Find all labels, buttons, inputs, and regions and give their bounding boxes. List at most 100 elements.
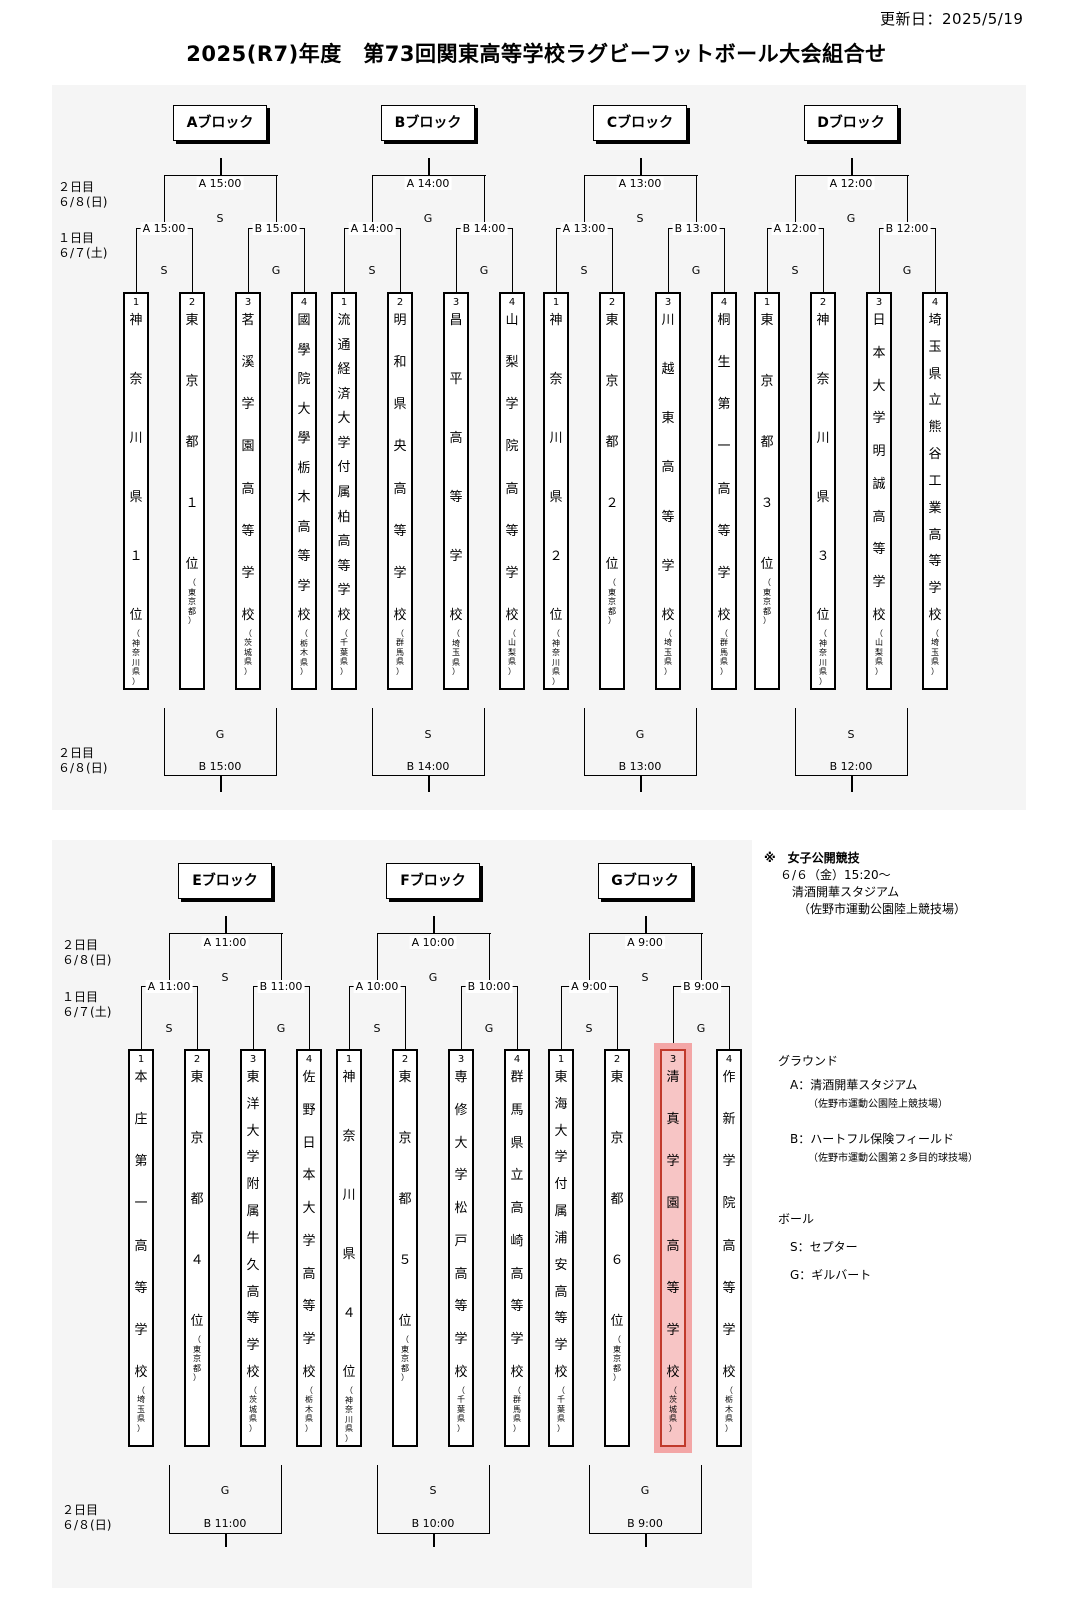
bottom-time: B 10:00 <box>411 1517 455 1530</box>
bottom-stem <box>851 775 853 792</box>
womens-venue: 清酒開華スタジアム <box>792 885 900 899</box>
block-label: Eブロック <box>178 863 272 899</box>
legend-ball-s: S：セプター <box>790 1240 858 1254</box>
final-ball: S <box>216 212 224 225</box>
final-right-drop <box>281 933 282 986</box>
legend-ground-a-note: （佐野市運動公園陸上競技場） <box>808 1099 948 1110</box>
legend-ground-b-note: （佐野市運動公園第２多目的球技場） <box>808 1153 978 1164</box>
team-seed: 4 <box>508 297 516 308</box>
bottom-right-rise <box>281 1465 282 1533</box>
semi-ball: S <box>368 264 376 277</box>
semi-drop <box>248 228 249 292</box>
semi-drop <box>349 986 350 1049</box>
semi-time: B 15:00 <box>252 222 300 235</box>
team-name: 東洋大学附属牛久高等学校 <box>246 1070 260 1380</box>
final-bar <box>584 175 698 176</box>
team-prefecture: （栃木県） <box>305 1385 313 1433</box>
team-seed: 1 <box>132 297 140 308</box>
team-prefecture: （埼玉県） <box>137 1385 145 1433</box>
bottom-time: B 9:00 <box>627 1517 663 1530</box>
final-left-drop <box>372 175 373 228</box>
final-stem <box>428 158 430 175</box>
team-seed: 4 <box>725 1054 733 1065</box>
page-title: 2025(R7)年度 第73回関東高等学校ラグビーフットボール大会組合せ <box>186 42 887 66</box>
team-prefecture: （東京都） <box>401 1335 409 1382</box>
team-prefecture: （茨城県） <box>669 1385 677 1433</box>
final-right-drop <box>701 933 702 986</box>
top-panel <box>52 85 1026 810</box>
semi-drop <box>512 228 513 292</box>
bottom-stem <box>433 1533 435 1547</box>
semi-drop <box>823 228 824 292</box>
team-prefecture: （群馬県） <box>720 628 728 676</box>
bottom-stem <box>428 775 430 792</box>
team-prefecture: （埼玉県） <box>452 629 460 676</box>
final-right-drop <box>907 175 908 228</box>
final-ball: G <box>428 971 438 984</box>
team-name: 清真学園高等学校 <box>666 1070 680 1380</box>
bottom-time: B 11:00 <box>203 1517 247 1530</box>
semi-time: B 13:00 <box>672 222 720 235</box>
semi-drop <box>344 228 345 292</box>
block-label: Fブロック <box>386 863 480 899</box>
bottom-left-rise <box>164 708 165 775</box>
team-name: 埼玉県立熊谷工業高等学校 <box>928 313 942 623</box>
block-label: Aブロック <box>173 105 267 141</box>
team-name: 川越東高等学校 <box>661 313 675 623</box>
bottom-ball: G <box>220 1484 230 1497</box>
team-prefecture: （神奈川県） <box>552 629 560 686</box>
team-seed: 1 <box>552 297 560 308</box>
final-time: A 11:00 <box>201 936 249 949</box>
final-ball: S <box>636 212 644 225</box>
semi-ball: G <box>484 1022 494 1035</box>
block-label: Bブロック <box>381 105 475 141</box>
semi-time: B 9:00 <box>681 980 721 993</box>
team-seed: 4 <box>720 297 728 308</box>
team-seed: 3 <box>669 1054 677 1065</box>
bottom-right-rise <box>701 1465 702 1533</box>
team-prefecture: （埼玉県） <box>664 628 672 676</box>
team-prefecture: （栃木県） <box>300 629 308 676</box>
team-seed: 1 <box>557 1054 565 1065</box>
team-seed: 4 <box>931 297 939 308</box>
bottom-ball: G <box>640 1484 650 1497</box>
final-left-drop <box>377 933 378 986</box>
womens-venue-note: （佐野市運動公園陸上競技場） <box>798 902 967 916</box>
semi-time: B 11:00 <box>257 980 305 993</box>
team-name: 流通経済大学付属柏高等学校 <box>337 313 351 623</box>
final-stem <box>220 158 222 175</box>
final-right-drop <box>276 175 277 228</box>
bottom-ball: S <box>429 1484 437 1497</box>
final-right-drop <box>484 175 485 228</box>
team-prefecture: （神奈川県） <box>819 629 827 686</box>
semi-drop <box>461 986 462 1049</box>
final-bar <box>377 933 491 934</box>
semi-drop <box>729 986 730 1049</box>
bottom-left-rise <box>372 708 373 775</box>
semi-drop <box>724 228 725 292</box>
bottom-stem <box>640 775 642 792</box>
team-prefecture: （東京都） <box>188 578 196 625</box>
semi-time: B 12:00 <box>883 222 931 235</box>
final-bar <box>164 175 278 176</box>
semi-drop <box>668 228 669 292</box>
team-seed: 2 <box>193 1054 201 1065</box>
final-time: A 12:00 <box>827 177 875 190</box>
